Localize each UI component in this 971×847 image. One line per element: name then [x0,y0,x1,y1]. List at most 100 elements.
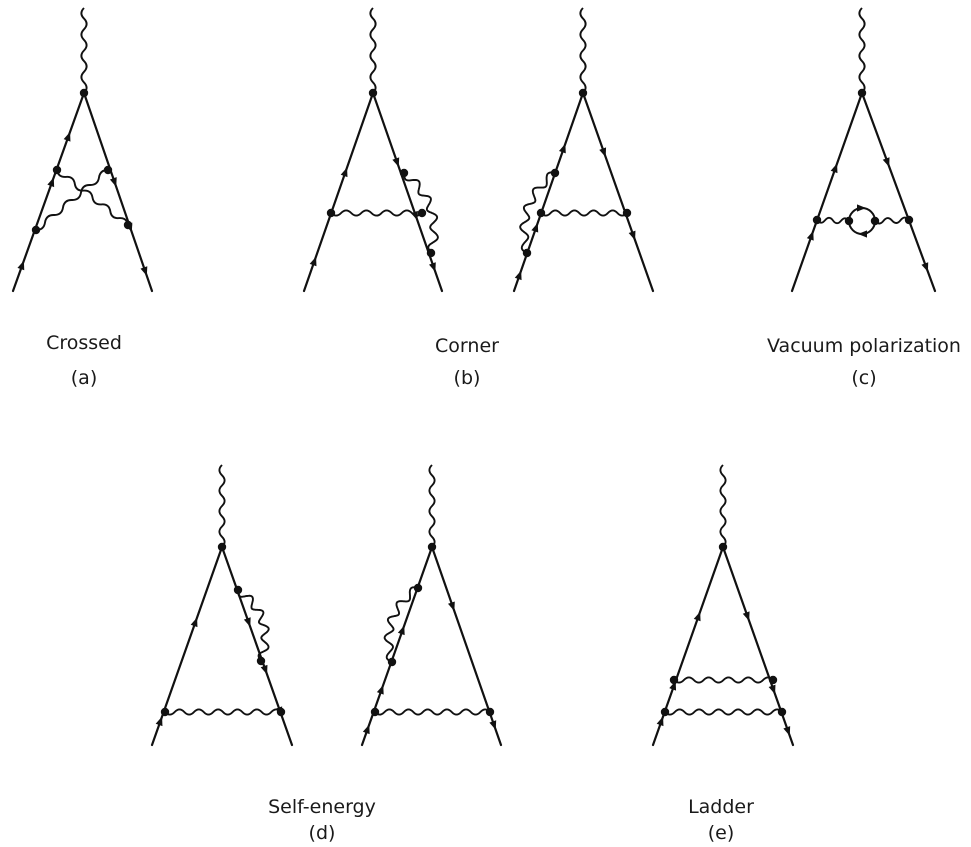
tag-c: (c) [851,367,877,389]
photon-line [218,464,226,548]
fermion-line [82,91,154,293]
fermion-arrow [806,230,814,241]
vertex-dot [399,168,409,178]
vertex-dot [522,248,532,258]
vertex-dot [326,208,336,218]
photon-line [719,464,727,548]
fermion-arrow [109,177,117,187]
fermion-arrow [857,204,866,212]
photon-line [579,7,587,94]
vertex-dot [123,220,133,230]
fermion-line [512,91,585,293]
photon-line [428,464,436,548]
diagram-vacuum-polarization [790,7,937,293]
vertex-dot [777,707,787,717]
label-corner: Corner [435,335,499,357]
vertex-dot [79,88,89,98]
fermion-arrow [17,260,25,271]
vertex-dot [660,707,670,717]
vertex-dot [103,165,113,175]
diagram-corner-left [302,7,444,293]
vertex-dot [426,248,436,258]
fermion-arrow [628,230,636,241]
vertex-dot [217,542,227,552]
fermion-line [790,91,864,293]
vertex-dot [31,225,41,235]
fermion-line [581,91,655,293]
fermion-arrow [882,157,890,167]
fermion-arrow [155,716,163,727]
fermion-arrow [768,684,776,695]
photon-line [816,216,850,225]
fermion-arrow [656,716,664,727]
diagram-corner-right [512,7,655,293]
photon-line [664,708,783,716]
photon-line [330,209,423,217]
fermion-arrow [531,222,539,233]
fermion-arrow [514,270,522,281]
tag-b: (b) [453,367,481,389]
photon-line [35,169,109,231]
vertex-dot [160,707,170,717]
vertex-dot [718,542,728,552]
fermion-arrow [830,163,838,174]
fermion-arrow [599,147,607,158]
vertex-dot [256,656,266,666]
fermion-arrow [63,131,71,142]
vertex-dot [485,707,495,717]
photon-line [164,708,282,716]
fermion-arrow [693,611,701,622]
diagram-self-energy-right [360,464,503,747]
vertex-dot [417,208,427,218]
photon-line [540,209,628,217]
fermion-arrow [340,167,348,178]
photon-arc [403,172,439,254]
vertex-dot [550,168,560,178]
vertex-dot [413,583,423,593]
fermion-arrow [260,664,268,675]
vertex-dot [812,215,822,225]
vertex-dot [870,216,880,226]
vertex-dot [578,88,588,98]
fermion-arrow [742,611,750,622]
vertex-dot [622,208,632,218]
photon-line [56,169,129,226]
vertex-dot [669,675,679,685]
photon-arc [383,586,419,663]
label-ladder: Ladder [688,796,754,818]
tag-d: (d) [308,822,336,844]
photon-line [369,7,377,94]
vertex-dot [427,542,437,552]
vertex-dot [904,215,914,225]
diagram-crossed [11,7,154,293]
photon-arc [519,171,556,254]
vertex-dot [387,657,397,667]
fermion-line [860,91,937,293]
fermion-arrow [309,256,317,267]
fermion-arrow [783,726,791,736]
fermion-arrow [858,230,867,238]
tag-e: (e) [707,822,735,844]
photon-line [858,7,866,94]
photon-line [673,676,774,684]
fermion-arrow [362,724,370,735]
vertex-dot [536,208,546,218]
diagram-self-energy-left [150,464,294,747]
photon-arc [237,589,270,662]
label-crossed: Crossed [46,332,122,354]
vertex-dot [276,707,286,717]
photon-line [374,708,491,716]
diagram-ladder [651,464,795,747]
fermion-arrow [921,262,929,272]
label-vacuum-polarization: Vacuum polarization [767,335,961,357]
fermion-arrow [447,601,455,612]
photon-line [80,7,88,94]
fermion-arrow [140,266,148,276]
fermion-arrow [558,143,566,154]
fermion-arrow [243,617,251,627]
fermion-arrow [190,617,198,628]
fermion-arrow [397,625,405,636]
vertex-dot [768,675,778,685]
